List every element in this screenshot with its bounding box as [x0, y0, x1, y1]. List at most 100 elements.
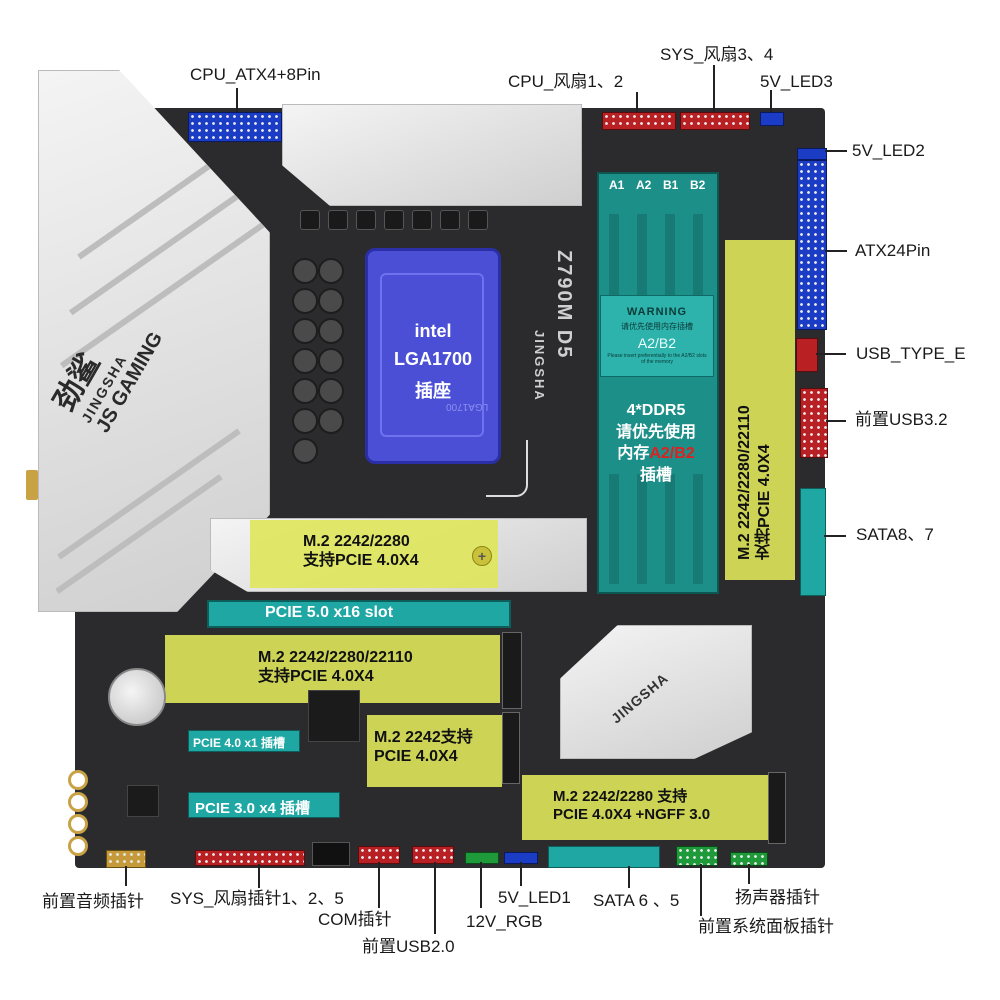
label-sata87: SATA8、7	[856, 525, 934, 544]
leader-usb20	[434, 862, 436, 934]
m2-right-highlight	[725, 240, 795, 580]
com-header	[358, 846, 400, 864]
usb-type-e-connector	[796, 338, 818, 372]
memory-note-line1: 请优先使用	[615, 423, 696, 441]
led3-header	[760, 112, 784, 126]
cpu-socket-cn: 插座	[415, 381, 451, 401]
pcie5-slot: PCIE 5.0 x16 slot	[207, 600, 511, 628]
vrm-heatsink-top	[282, 104, 582, 206]
label-cpu-fan12: CPU_风扇1、2	[508, 72, 624, 91]
board-brand-center: JINGSHA	[532, 330, 547, 402]
label-sys-fan125: SYS_风扇插针1、2、5	[170, 889, 344, 908]
vrm-chokes-top	[300, 210, 500, 230]
super-io-chip	[308, 690, 360, 742]
leader-sata65	[628, 866, 630, 888]
leader-led1	[520, 862, 522, 886]
front-audio-header	[106, 850, 146, 868]
pcie3x4-label: PCIE 3.0 x4 插槽	[195, 800, 311, 817]
m2-bottom-highlight	[522, 775, 768, 840]
antenna-connector	[26, 470, 38, 500]
m2-small-connector	[502, 712, 520, 784]
m2-bottom-connector	[768, 772, 786, 844]
memory-note-line2: 内存A2/B2	[617, 445, 695, 463]
label-rgb12v: 12V_RGB	[466, 912, 543, 931]
label-front-panel: 前置系统面板插针	[698, 917, 834, 936]
memory-warning-en: Please insert preferentially to the A2/B…	[607, 353, 707, 365]
cpu-socket-mark: LGA1700	[446, 401, 489, 412]
led2-header	[797, 148, 827, 160]
leader-sys-fan34	[713, 65, 715, 112]
pcie4x1-label: PCIE 4.0 x1 插槽	[193, 736, 286, 750]
label-led1: 5V_LED1	[498, 888, 571, 907]
vrm-caps-left	[292, 258, 344, 464]
label-front-usb20: 前置USB2.0	[362, 937, 455, 956]
leader-com	[378, 862, 380, 908]
m2-small-highlight	[367, 715, 502, 787]
leader-cpu-atx	[236, 88, 238, 112]
label-sys-fan34: SYS_风扇3、4	[660, 45, 774, 64]
cpu-atx-connector	[188, 112, 282, 142]
dimm-label-b1: B1	[663, 178, 679, 192]
memory-warning-cn: 请优先使用内存插槽	[621, 322, 693, 331]
dimm-slots	[597, 172, 719, 594]
memory-note-title: 4*DDR5	[626, 402, 686, 419]
label-led2: 5V_LED2	[852, 141, 925, 160]
memory-warning-title: WARNING	[626, 306, 688, 318]
leader-led3	[770, 90, 772, 112]
label-atx24: ATX24Pin	[855, 241, 931, 260]
dimm-label-a2: A2	[636, 178, 652, 192]
memory-note-line3: 插槽	[639, 466, 672, 484]
sata65-connectors	[548, 846, 660, 868]
label-usb-type-e: USB_TYPE_E	[856, 344, 966, 363]
pcie5-label: PCIE 5.0 x16 slot	[264, 604, 394, 621]
leader-front-audio	[125, 866, 127, 886]
leader-speaker	[748, 864, 750, 884]
dimm-label-b2: B2	[690, 178, 706, 192]
label-front-usb32: 前置USB3.2	[855, 410, 948, 429]
atx24-connector	[797, 160, 827, 330]
memory-warning-slots: A2/B2	[637, 335, 677, 351]
label-speaker: 扬声器插针	[735, 888, 820, 907]
usb32-header	[800, 388, 828, 458]
m2-top-highlight	[250, 520, 498, 588]
cpu-fan-headers	[602, 112, 676, 130]
leader-rgb12v	[480, 862, 482, 908]
leader-cpu-fan	[636, 92, 638, 112]
cmos-battery	[108, 668, 166, 726]
dimm-label-a1: A1	[609, 178, 625, 192]
socket-lever	[486, 440, 528, 497]
leader-atx24	[825, 250, 847, 252]
m2-mid-connector	[502, 632, 522, 709]
memory-note: 4*DDR5 请优先使用 内存A2/B2 插槽	[597, 400, 715, 486]
sys-fan125-headers	[195, 850, 305, 866]
leader-usb32	[826, 420, 846, 422]
leader-led2	[825, 150, 847, 152]
pcie3x4-slot: PCIE 3.0 x4 插槽	[188, 792, 340, 818]
leader-sata87	[824, 535, 846, 537]
sys-fan34-headers	[680, 112, 750, 130]
label-sata65: SATA 6 、5	[593, 891, 680, 910]
leader-front-panel	[700, 864, 702, 916]
leader-sys-fan125	[258, 864, 260, 888]
small-chip	[127, 785, 159, 817]
memory-note-highlight: A2/B2	[649, 445, 695, 463]
sata87-connector	[800, 488, 826, 596]
rgb12v-header	[465, 852, 499, 864]
audio-jacks	[68, 770, 88, 860]
usb20-header	[412, 846, 454, 864]
leader-usb-type-e	[816, 353, 846, 355]
front-panel-header	[676, 846, 718, 866]
cpu-socket: intel LGA1700 插座 LGA1700	[365, 248, 501, 464]
board-model: Z790M D5	[553, 250, 575, 360]
label-led3: 5V_LED3	[760, 72, 833, 91]
debug-led	[312, 842, 350, 866]
cpu-brand: intel	[414, 321, 452, 341]
label-cpu-atx: CPU_ATX4+8Pin	[190, 65, 321, 84]
cpu-socket-name: LGA1700	[393, 349, 473, 369]
m2-top-screw-icon: +	[472, 546, 492, 566]
